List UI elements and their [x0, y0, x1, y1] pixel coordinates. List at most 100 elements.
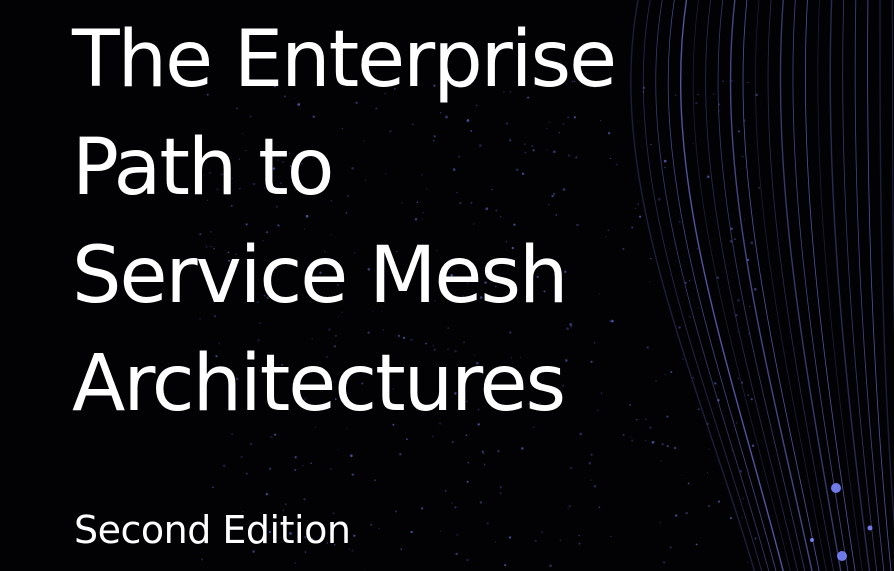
dust-dot [495, 541, 497, 543]
dust-dot [447, 348, 449, 350]
dust-dot [262, 240, 264, 242]
dust-dot [475, 104, 478, 107]
dust-dot [745, 166, 747, 168]
dust-dot [433, 84, 436, 87]
dust-dot [364, 568, 366, 570]
accent-dot [867, 525, 873, 531]
dust-dot [215, 355, 218, 358]
dust-dot [303, 399, 306, 401]
dust-dot [547, 203, 550, 206]
dot-field [199, 80, 760, 570]
dust-dot [590, 453, 593, 456]
dust-dot [479, 501, 483, 504]
dust-dot [325, 356, 328, 359]
dust-dot [334, 334, 337, 337]
dust-dot [576, 223, 579, 227]
dust-dot [593, 484, 597, 488]
dust-dot [600, 120, 602, 122]
dust-dot [384, 92, 386, 95]
dust-dot [609, 320, 611, 322]
dust-dot [410, 338, 413, 341]
dust-dot [556, 400, 558, 402]
dust-dot [491, 188, 493, 191]
dust-dot [473, 223, 475, 225]
light-streaks [630, 0, 894, 571]
dust-dot [305, 214, 309, 218]
accent-dots [810, 483, 873, 561]
dust-dot [605, 236, 607, 238]
dust-dot [294, 456, 297, 459]
dust-dot [401, 202, 403, 204]
dust-dot [474, 354, 476, 356]
dust-dot [541, 267, 543, 269]
dust-dot [297, 103, 301, 106]
dust-dot [717, 399, 720, 402]
accent-dot [810, 538, 814, 542]
dust-dot [743, 119, 746, 122]
dust-dot [590, 479, 592, 481]
accent-dot [837, 551, 847, 561]
dust-dot [629, 404, 631, 406]
dust-dot [259, 322, 261, 325]
dust-dot [266, 296, 269, 300]
dust-dot [571, 80, 574, 83]
dust-dot [337, 449, 339, 451]
dust-dot [228, 259, 230, 262]
dust-dot [245, 149, 247, 152]
light-streak [729, 0, 813, 571]
dust-dot [422, 218, 424, 220]
dust-dot [363, 139, 365, 142]
dust-dot [400, 548, 403, 551]
dust-dot [292, 292, 294, 294]
dust-dot [283, 95, 286, 98]
dust-dot [695, 543, 698, 546]
dust-dot [470, 201, 473, 204]
light-streak [854, 0, 885, 571]
dust-dot [742, 498, 744, 500]
dust-dot [421, 211, 424, 214]
dust-dot [504, 564, 507, 567]
dust-dot [348, 548, 350, 550]
title-line: Architectures [72, 339, 566, 429]
dust-dot [697, 307, 700, 309]
dust-dot [294, 468, 297, 472]
dust-dot [570, 325, 573, 328]
dust-dot [729, 240, 733, 243]
light-streak [829, 0, 871, 571]
dust-dot [477, 423, 480, 426]
dust-dot [660, 460, 662, 462]
dust-dot [736, 422, 738, 424]
dust-dot [265, 172, 268, 174]
dust-dot [289, 532, 292, 535]
dust-dot [532, 149, 535, 152]
dust-dot [274, 266, 278, 270]
dust-dot [433, 348, 436, 351]
dust-dot [566, 327, 569, 330]
dust-dot [692, 377, 694, 379]
dust-dot [212, 154, 215, 157]
dust-dot [235, 253, 237, 256]
dust-dot [708, 505, 711, 508]
dust-dot [249, 442, 253, 446]
dust-dot [700, 357, 702, 360]
dust-dot [397, 334, 400, 337]
dust-dot [747, 81, 749, 84]
dust-dot [239, 188, 241, 190]
dust-dot [578, 534, 580, 537]
dust-dot [209, 171, 212, 174]
dust-dot [351, 549, 354, 552]
dust-dot [302, 465, 304, 467]
dust-dot [588, 461, 592, 465]
dust-dot [213, 314, 217, 318]
dust-dot [753, 287, 757, 291]
dust-dot [548, 121, 551, 124]
dust-dot [275, 205, 279, 208]
dust-dot [225, 280, 228, 284]
dust-dot [546, 149, 548, 151]
dust-dot [466, 119, 470, 122]
dust-dot [499, 492, 502, 495]
dust-dot [485, 207, 489, 210]
dust-dot [367, 331, 370, 334]
dust-dot [748, 332, 750, 335]
dust-dot [598, 293, 601, 295]
